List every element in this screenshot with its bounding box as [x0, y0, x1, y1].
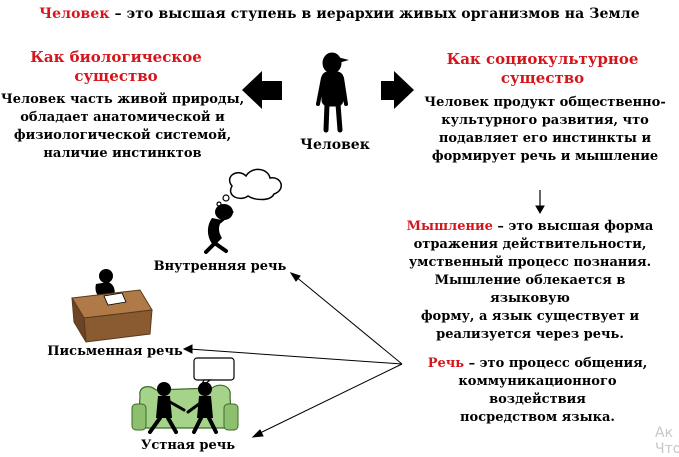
watermark: Ак Чтo — [655, 425, 679, 457]
biological-line: обладает анатомической и — [20, 110, 225, 125]
watermark-line: Ак — [655, 425, 674, 441]
biological-heading-line: Как биологическое — [30, 48, 202, 66]
sociocultural-description: Человек продукт общественно- культурного… — [420, 94, 670, 166]
sociocultural-heading: Как социокультурное существо — [420, 50, 665, 88]
title-term: Человек — [39, 6, 110, 22]
biological-line: физиологической системой, — [13, 128, 232, 143]
title-rest: – это высшая ступень в иерархии живых ор… — [109, 6, 640, 22]
biological-heading: Как биологическое существо — [8, 48, 224, 86]
sociocultural-line: Человек продукт общественно- — [424, 95, 666, 110]
written-speech-label: Письменная речь — [47, 344, 183, 359]
page-title: Человек – это высшая ступень в иерархии … — [0, 6, 679, 22]
sociocultural-line: подавляет его инстинкты и — [438, 131, 652, 146]
biological-line: Человек часть живой природы, — [0, 92, 245, 107]
thinking-line: умственный процесс познания. — [408, 255, 652, 270]
oral-speech-label: Устная речь — [140, 438, 236, 453]
speech-line: посредством языка. — [460, 410, 615, 425]
biological-line: наличие инстинктов — [43, 146, 202, 161]
thinking-line: Мышление облекается в языковую — [434, 273, 626, 306]
watermark-line: Чтo — [655, 441, 679, 457]
person-icon — [316, 52, 349, 133]
writing-desk-icon — [71, 269, 153, 343]
right-arrow-icon — [381, 71, 414, 109]
sociocultural-heading-line: существо — [500, 69, 585, 87]
speech-definition: Речь – это процесс общения, коммуникацио… — [410, 355, 665, 427]
thinking-first-line: Мышление – это высшая форма — [395, 218, 665, 236]
sociocultural-line: формирует речь и мышление — [431, 149, 659, 164]
thinking-definition: Мышление – это высшая форма отражения де… — [395, 218, 665, 344]
speech-type-arrows — [182, 272, 403, 438]
speech-first-rest: – это процесс общения, — [464, 356, 648, 371]
thinking-line: реализуется через речь. — [436, 327, 624, 342]
conversation-sofa-icon — [131, 357, 239, 434]
biological-description: Человек часть живой природы, обладает ан… — [0, 91, 245, 163]
sociocultural-line: культурного развития, что — [441, 113, 649, 128]
speech-term: Речь — [427, 356, 465, 371]
left-arrow-icon — [242, 71, 282, 109]
thinking-term: Мышление — [406, 219, 493, 234]
person-label: Человек — [300, 137, 370, 153]
thinking-person-icon — [204, 168, 282, 254]
biological-heading-line: существо — [74, 67, 158, 85]
down-arrow-icon — [535, 190, 545, 215]
speech-first-line: Речь – это процесс общения, — [410, 355, 665, 373]
thinking-line: отражения действительности, — [413, 237, 647, 252]
inner-speech-label: Внутренняя речь — [153, 259, 287, 274]
sociocultural-heading-line: Как социокультурное — [446, 50, 639, 68]
speech-line: коммуникационного воздействия — [458, 374, 617, 407]
thinking-first-rest: – это высшая форма — [492, 219, 654, 234]
thinking-line: форму, а язык существует и — [420, 309, 640, 324]
